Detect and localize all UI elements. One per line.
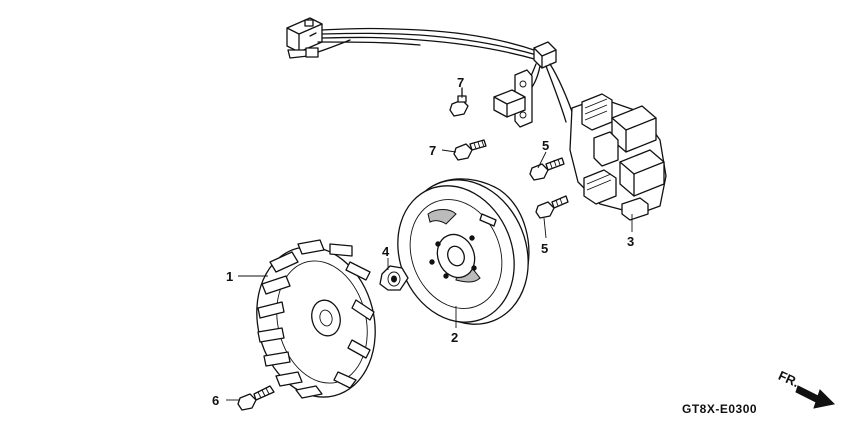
flywheel: [397, 178, 530, 325]
stator-coil-windings: [581, 93, 665, 205]
pulser-coil: [493, 69, 533, 128]
callout-2: 2: [451, 330, 458, 345]
bolt-7-lower: [453, 139, 487, 161]
leader-lines: [226, 88, 633, 401]
bolt-5-upper: [529, 157, 565, 181]
callout-3: 3: [627, 234, 634, 249]
callout-7-upper: 7: [457, 75, 464, 90]
callout-7-lower: 7: [429, 143, 436, 158]
callout-5-lower: 5: [541, 241, 548, 256]
front-arrow-icon: [795, 385, 836, 409]
fan-blades: [257, 239, 375, 399]
wire-grommet: [533, 41, 557, 69]
harness-connector: [286, 17, 323, 53]
bolt-6: [237, 385, 275, 411]
callout-1: 1: [226, 269, 233, 284]
callout-labels: 1 2 3 4 5 5 6 7 7: [212, 75, 634, 408]
bolt-5-lower: [535, 195, 569, 219]
bullet-connector: [287, 39, 351, 59]
callout-5-upper: 5: [542, 138, 549, 153]
callout-6: 6: [212, 393, 219, 408]
stator-coil: [569, 93, 667, 221]
callout-4: 4: [382, 244, 390, 259]
wire-harness: [286, 17, 576, 123]
bolt-7-upper: [449, 87, 469, 117]
flange-nut: [379, 265, 409, 291]
diagram-code: GT8X-E0300: [682, 402, 757, 416]
front-direction-indicator: FR.: [776, 368, 836, 409]
cooling-fan: [256, 239, 376, 399]
